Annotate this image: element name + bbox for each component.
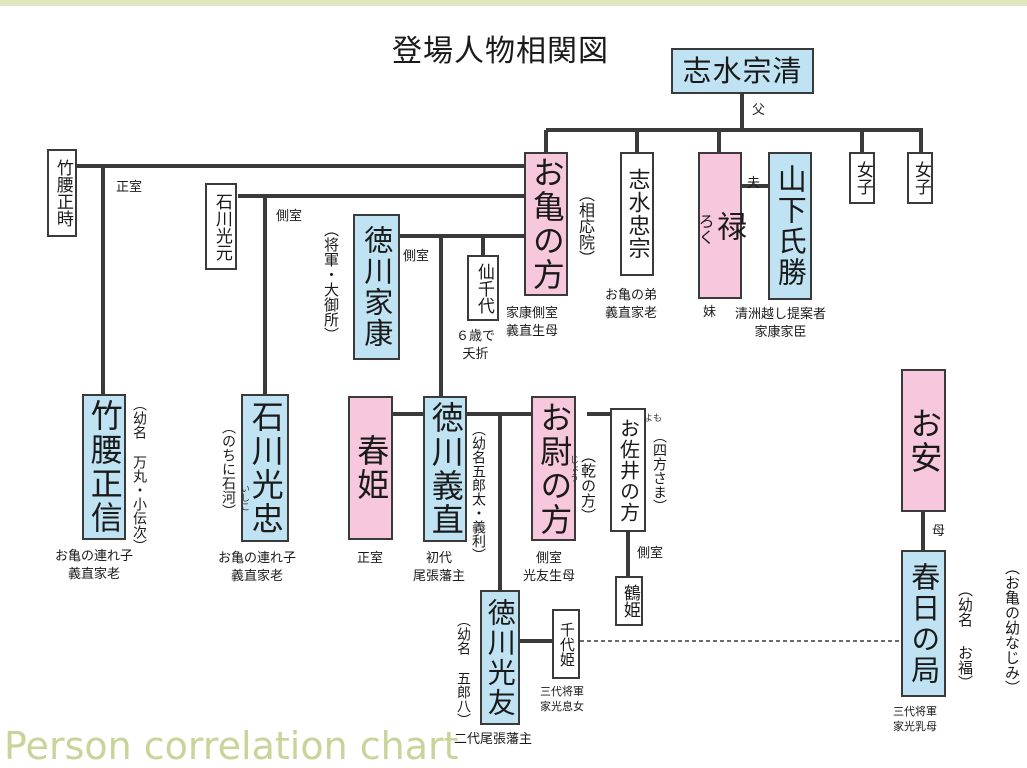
chiyohime-caption: 三代将軍家光息女 bbox=[540, 685, 584, 713]
yoshinao-alias: （幼名五郎太・義利） bbox=[470, 422, 486, 562]
person-tsuruhime: 鶴姫 bbox=[615, 576, 643, 626]
person-shimizu-munekiyo: 志水宗清 bbox=[671, 48, 814, 94]
relation-wife: 正室 bbox=[116, 180, 143, 195]
person-roku: 禄 ろく bbox=[695, 152, 747, 299]
relation-concubine: 側室 bbox=[403, 249, 430, 264]
kasuga-alias-2: （幼名 お福） bbox=[956, 582, 974, 690]
ojou-alias: （乾の方） bbox=[579, 448, 597, 523]
person-haruhime: 春姫 bbox=[348, 396, 393, 540]
okame-caption: 家康側室義直生母 bbox=[506, 306, 559, 339]
person-oyasu: お安 bbox=[901, 369, 946, 512]
person-ojou: お尉の方 bbox=[531, 396, 576, 541]
person-tokugawa-yoshinao: 徳川義直 bbox=[423, 396, 467, 542]
person-takenokoshi-masanobu: 竹腰正信 bbox=[82, 394, 126, 540]
ojou-caption: 側室光友生母 bbox=[523, 551, 576, 584]
mitsutomo-alias: （幼名 五郎八） bbox=[455, 613, 471, 727]
masanobu-alias: （幼名 万丸・小伝次） bbox=[131, 397, 147, 553]
person-daughter: 女子 bbox=[849, 152, 875, 204]
watermark-text: Person correlation chart bbox=[4, 724, 459, 768]
masanobu-caption: お亀の連れ子義直家老 bbox=[55, 549, 134, 582]
senchiyo-caption: ６歳で夭折 bbox=[456, 329, 496, 362]
mitsutomo-caption: 二代尾張藩主 bbox=[454, 732, 533, 747]
mitsutada-caption: お亀の連れ子義直家老 bbox=[218, 551, 297, 584]
top-band bbox=[0, 0, 1027, 6]
chart-title: 登場人物相関図 bbox=[392, 34, 609, 69]
relation-husband: 夫 bbox=[747, 176, 761, 191]
relation-concubine: 側室 bbox=[637, 546, 664, 561]
okame-alias: （相応院） bbox=[576, 186, 595, 266]
person-tokugawa-mitsutomo: 徳川光友 bbox=[480, 590, 520, 725]
person-kasuga-no-tsubone: 春日の局 bbox=[901, 550, 946, 697]
person-ishikawa-mitsumoto: 石川光元 bbox=[205, 183, 237, 270]
roku-caption: 妹 bbox=[703, 305, 717, 320]
person-senchiyo: 仙千代 bbox=[467, 255, 499, 321]
person-yamashita-ujikatsu: 山下氏勝 bbox=[768, 152, 812, 300]
person-daughter: 女子 bbox=[907, 152, 933, 204]
person-osai: お佐井の方 bbox=[610, 408, 646, 532]
mitsutada-ruby: いしこ bbox=[239, 484, 249, 511]
person-takenokoshi-masatoki: 竹腰正時 bbox=[47, 149, 77, 237]
person-chiyohime: 千代姫 bbox=[552, 609, 580, 679]
ieyasu-alias: （将軍・大御所） bbox=[322, 222, 340, 342]
person-okame: お亀の方 bbox=[524, 152, 568, 296]
osai-ruby: よも bbox=[644, 414, 663, 424]
yoshinao-caption: 初代尾張藩主 bbox=[413, 551, 466, 584]
person-ishikawa-mitsutada: 石川光忠 bbox=[241, 394, 289, 542]
tadamune-caption: お亀の弟義直家老 bbox=[605, 288, 658, 321]
haruhime-caption: 正室 bbox=[357, 551, 384, 566]
ojou-ruby: じょう bbox=[568, 455, 578, 482]
relation-mother: 母 bbox=[932, 524, 946, 539]
kasuga-alias-1: （お亀の幼なじみ） bbox=[1003, 560, 1021, 695]
roku-name: 禄 bbox=[711, 210, 747, 241]
kasuga-caption: 三代将軍家光乳母 bbox=[893, 705, 937, 733]
relation-father: 父 bbox=[752, 103, 766, 118]
osai-alias: （四方さま） bbox=[651, 429, 667, 513]
person-shimizu-tadamune: 志水忠宗 bbox=[620, 152, 654, 276]
roku-kana: ろく bbox=[695, 212, 715, 245]
person-tokugawa-ieyasu: 徳川家康 bbox=[353, 214, 400, 360]
mitsutada-alias: （のちに石河） bbox=[220, 420, 236, 518]
relation-concubine: 側室 bbox=[276, 209, 303, 224]
yamashita-caption: 清洲越し提案者家康家臣 bbox=[735, 307, 827, 340]
